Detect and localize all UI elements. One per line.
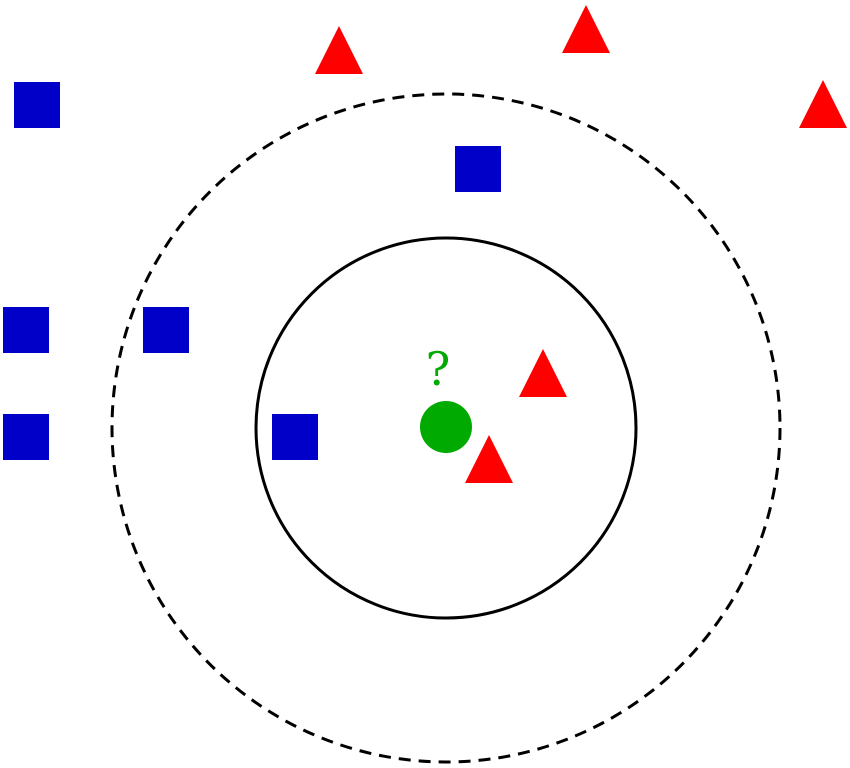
outer-neighborhood-circle	[110, 92, 782, 764]
red-triangle	[562, 5, 610, 53]
blue-square	[3, 307, 49, 353]
query-label: ?	[426, 342, 451, 396]
blue-square	[143, 307, 189, 353]
blue-square	[455, 146, 501, 192]
blue-square	[3, 414, 49, 460]
inner-neighborhood-circle	[254, 236, 638, 620]
red-triangle	[465, 435, 513, 483]
blue-square	[14, 82, 60, 128]
red-triangle	[799, 80, 847, 128]
red-triangles	[315, 5, 847, 483]
query-point	[420, 401, 472, 453]
red-triangle	[315, 26, 363, 74]
blue-squares	[3, 82, 501, 460]
blue-square	[272, 414, 318, 460]
red-triangle	[519, 349, 567, 397]
